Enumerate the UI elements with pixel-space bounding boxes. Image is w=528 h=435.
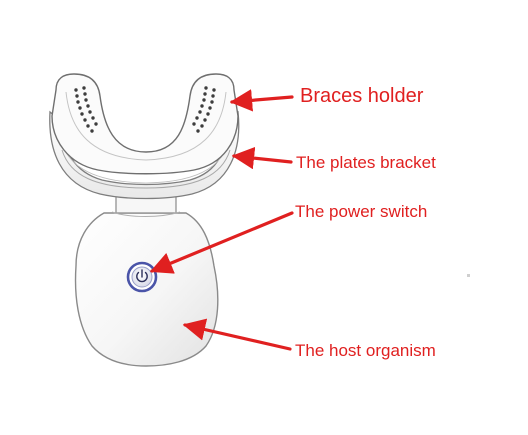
power-icon bbox=[136, 269, 148, 283]
label-host-organism: The host organism bbox=[295, 341, 436, 360]
arrow-plates-bracket bbox=[231, 146, 293, 170]
arrow-braces-holder bbox=[229, 89, 294, 112]
arrow-power-switch bbox=[149, 211, 294, 274]
left-vent-dots bbox=[74, 86, 98, 133]
speck bbox=[467, 274, 470, 277]
right-vent-dots bbox=[192, 86, 216, 133]
power-switch bbox=[126, 261, 158, 293]
callout-arrows bbox=[149, 89, 294, 351]
braces-holder bbox=[51, 73, 239, 175]
arrow-host-organism bbox=[182, 318, 292, 351]
label-braces-holder: Braces holder bbox=[300, 85, 424, 107]
label-plates-bracket: The plates bracket bbox=[296, 153, 436, 172]
label-power-switch: The power switch bbox=[295, 202, 428, 221]
